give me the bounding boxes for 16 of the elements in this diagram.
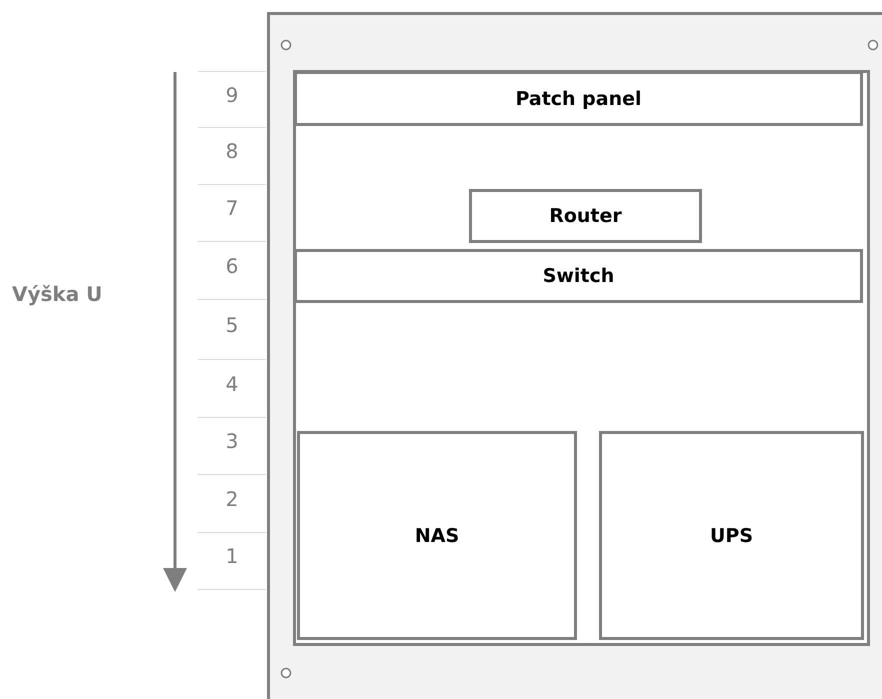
unit-number: 9 xyxy=(198,72,266,128)
unit-number: 1 xyxy=(198,533,266,590)
device-box: Switch xyxy=(294,249,863,303)
unit-number: 3 xyxy=(198,418,266,475)
device-box: UPS xyxy=(599,431,864,640)
rack-frame xyxy=(267,12,882,699)
unit-number: 8 xyxy=(198,128,266,185)
axis-title: Výška U xyxy=(12,282,102,306)
unit-number: 7 xyxy=(198,185,266,242)
unit-number: 4 xyxy=(198,360,266,418)
device-box: Router xyxy=(469,189,702,243)
device-box: NAS xyxy=(297,431,577,640)
unit-number: 6 xyxy=(198,242,266,300)
unit-number: 5 xyxy=(198,300,266,360)
unit-number: 2 xyxy=(198,475,266,533)
device-box: Patch panel xyxy=(294,71,863,126)
